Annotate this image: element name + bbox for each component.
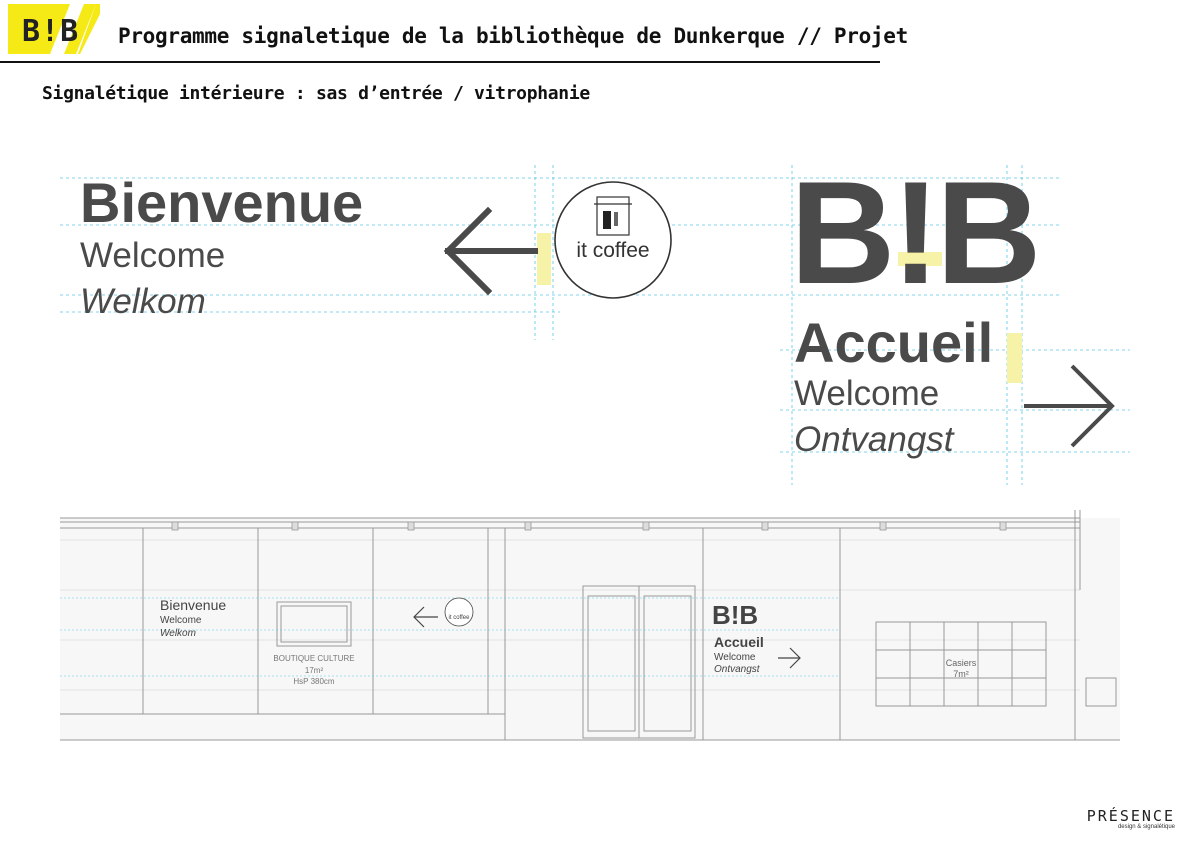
elev-bib-logo: B!B xyxy=(712,600,758,630)
elev-coffee-text: it coffee xyxy=(449,615,471,621)
elev-casiers-area: 7m² xyxy=(953,669,969,679)
logo-text: B!B xyxy=(22,14,80,49)
elev-casiers-label: Casiers xyxy=(946,658,977,668)
sign-bienvenue: Bienvenue xyxy=(80,171,364,234)
arrow-left-icon xyxy=(443,206,538,296)
brand-tagline: design & signalétique xyxy=(1117,824,1175,830)
elev-boutique-area: 17m² xyxy=(305,666,324,675)
elev-arrow-left-icon xyxy=(413,606,438,628)
elev-accueil-welcome: Welcome xyxy=(714,652,756,663)
elevation-drawing: Bienvenue Welcome Welkom it coffee BOUTI… xyxy=(60,510,1120,741)
highlight-mark xyxy=(537,233,551,285)
elev-accueil-ontvangst: Ontvangst xyxy=(714,664,761,675)
sign-welkom: Welkom xyxy=(80,282,206,321)
page-title: Programme signaletique de la bibliothèqu… xyxy=(118,24,908,48)
elev-arrow-right-icon xyxy=(778,647,801,669)
footer-brand: PRÉSENCE design & signalétique xyxy=(1086,807,1175,831)
elev-bienvenue: Bienvenue xyxy=(160,597,226,613)
brand-name: PRÉSENCE xyxy=(1086,807,1175,825)
elev-accueil: Accueil xyxy=(714,634,764,650)
coffee-badge-icon: it coffee xyxy=(554,181,672,299)
sign-accueil: Accueil xyxy=(794,311,994,374)
elev-welcome: Welcome xyxy=(160,615,202,626)
highlight-mark xyxy=(898,252,942,266)
elev-welkom: Welkom xyxy=(160,628,196,639)
sign-accueil-welcome: Welcome xyxy=(794,374,940,413)
bib-logo: B!B xyxy=(8,4,100,54)
coffee-badge-text: it coffee xyxy=(576,239,649,262)
logo-yellow-stripes xyxy=(8,4,100,54)
highlight-mark xyxy=(1007,333,1022,383)
arrow-right-icon xyxy=(1024,364,1115,448)
header-divider xyxy=(0,61,880,63)
elev-boutique-height: HsP 380cm xyxy=(293,677,335,686)
sign-ontvangst: Ontvangst xyxy=(794,420,954,459)
sign-bib-logo: B!B xyxy=(790,151,1041,314)
elev-coffee-badge-icon xyxy=(444,597,474,627)
sign-welcome: Welcome xyxy=(80,236,226,275)
section-subtitle: Signalétique intérieure : sas d’entrée /… xyxy=(42,83,590,104)
elev-boutique-label: BOUTIQUE CULTURE xyxy=(273,654,354,663)
